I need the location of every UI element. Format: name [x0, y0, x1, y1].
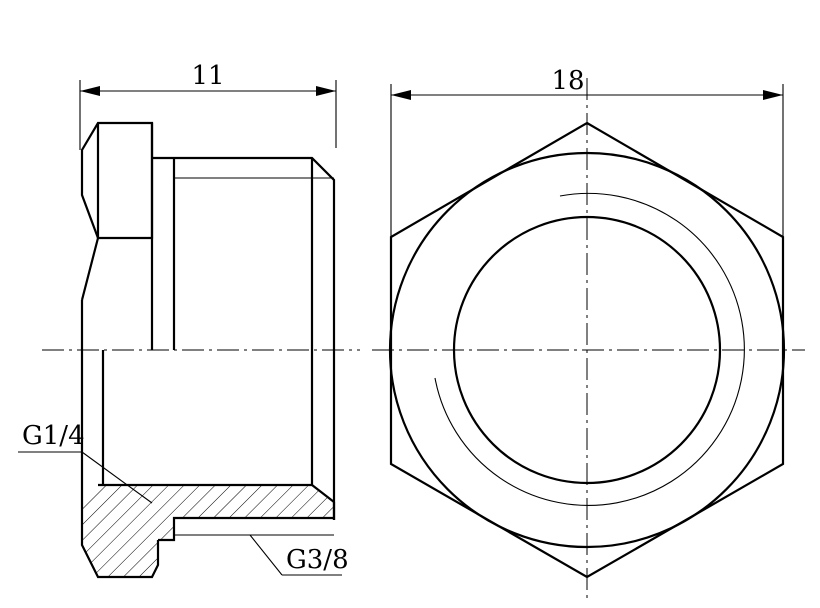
section-hatch: [82, 485, 334, 577]
hex-view: [372, 78, 805, 600]
thread-label-outer-text: G3/8: [286, 545, 349, 575]
dimension-hex-width: 18: [390, 66, 784, 237]
dimension-side-length-label: 11: [191, 61, 224, 91]
side-view: [42, 121, 360, 579]
hex-head-outline: [80, 121, 154, 240]
thread-arc: [434, 192, 745, 506]
dimension-side-length: 11: [79, 61, 337, 150]
thread-label-inner: G1/4: [18, 421, 153, 504]
dimension-hex-width-label: 18: [551, 66, 584, 96]
thread-label-outer: G3/8: [249, 534, 349, 576]
thread-label-inner-text: G1/4: [22, 421, 85, 451]
